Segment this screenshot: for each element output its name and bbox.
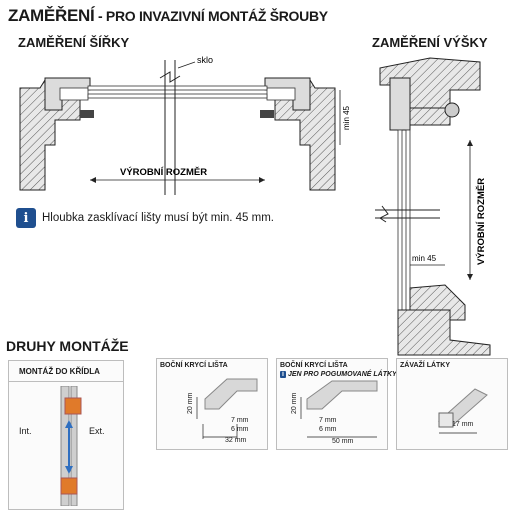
info-text: Hloubka zasklívací lišty musí být min. 4…	[42, 212, 274, 224]
side-strip-1-d6: 6 mm	[231, 426, 249, 433]
side-strip-panel-2: BOČNÍ KRYCÍ LIŠTA i JEN PRO POGUMOVANÉ L…	[276, 358, 397, 450]
width-section-title: ZAMĚŘENÍ ŠÍŘKY	[18, 35, 130, 50]
ext-label: Ext.	[89, 426, 105, 436]
width-dim-label: VÝROBNÍ ROZMĚR	[120, 166, 207, 178]
side-strip-1-height: 20 mm	[187, 392, 194, 414]
hanging-strip-title: ZÁVAŽÍ LÁTKY	[400, 362, 451, 369]
hanging-strip-width: 17 mm	[452, 421, 474, 428]
side-strip-2-width: 50 mm	[332, 438, 354, 445]
height-diagram: VÝROBNÍ ROZMĚR min 45	[375, 57, 491, 356]
side-strip-1-width: 32 mm	[225, 437, 247, 444]
width-diagram: sklo VÝROBNÍ ROZMĚR min 45	[19, 55, 351, 195]
note-info-icon: i	[280, 371, 286, 378]
side-strip-2-note-row: i JEN PRO POGUMOVANÉ LÁTKY	[280, 371, 397, 378]
title-sub: - PRO INVAZIVNÍ MONTÁŽ ŠROUBY	[94, 8, 328, 24]
side-strip-2-graphic	[300, 380, 378, 438]
side-strip-2-d6: 6 mm	[319, 426, 337, 433]
side-strip-1-graphic	[196, 378, 258, 439]
info-icon: i	[16, 208, 36, 228]
side-strip-1-d7: 7 mm	[231, 417, 249, 424]
hanging-strip-panel: ZÁVAŽÍ LÁTKY 17 mm	[396, 358, 508, 450]
height-dim-label: VÝROBNÍ ROZMĚR	[475, 178, 487, 265]
hanging-strip-graphic	[437, 388, 488, 434]
height-section-title: ZAMĚŘENÍ VÝŠKY	[372, 35, 488, 50]
mount-sash-panel: MONTÁŽ DO KŘÍDLA Int. Ext.	[8, 360, 124, 510]
side-strip-2-note: JEN PRO POGUMOVANÉ LÁTKY	[287, 371, 397, 378]
page-title: ZAMĚŘENÍ - PRO INVAZIVNÍ MONTÁŽ ŠROUBY	[8, 6, 328, 26]
side-strip-2-d7: 7 mm	[319, 417, 337, 424]
height-min-label: min 45	[412, 254, 437, 263]
side-strip-2-height: 20 mm	[291, 392, 298, 414]
info-note: i Hloubka zasklívací lišty musí být min.…	[16, 208, 274, 228]
width-min-label: min 45	[342, 105, 351, 130]
side-strip-1-title: BOČNÍ KRYCÍ LIŠTA	[160, 362, 228, 369]
glass-label: sklo	[197, 55, 213, 65]
side-strip-2-title: BOČNÍ KRYCÍ LIŠTA	[280, 362, 348, 369]
side-strip-panel-1: BOČNÍ KRYCÍ LIŠTA 20 mm 7 mm 6 mm 32 mm	[156, 358, 268, 450]
int-label: Int.	[19, 426, 32, 436]
sash-graphic	[60, 386, 82, 506]
title-main: ZAMĚŘENÍ	[8, 6, 95, 25]
mount-sash-title: MONTÁŽ DO KŘÍDLA	[19, 367, 100, 376]
mount-types-title: DRUHY MONTÁŽE	[6, 338, 129, 354]
